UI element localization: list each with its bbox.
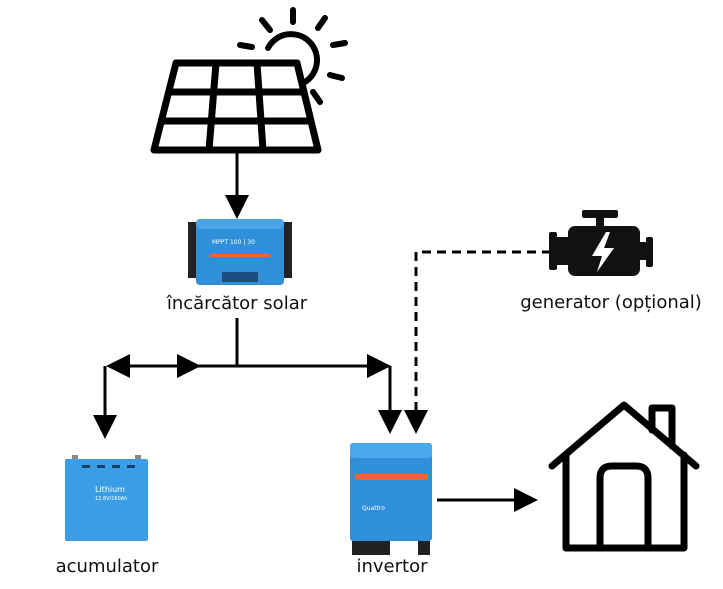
dc-bus (93, 318, 402, 439)
solar-panel-icon (150, 59, 322, 154)
charger-label: încărcător solar (166, 293, 308, 314)
generator-to-inverter-dashed-arrow (404, 250, 551, 434)
charge-controller-image: MPPT 100 | 30 (188, 219, 292, 285)
sun-icon (237, 7, 348, 105)
inverter-image: Quattro (350, 443, 432, 555)
battery-spec-text: 12.8V/160Ah (95, 496, 127, 502)
lithium-battery-image: Lithium 12.8V/160Ah (65, 455, 148, 541)
inverter-label: invertor (356, 556, 428, 577)
battery-label: acumulator (56, 556, 159, 577)
house-icon (548, 401, 700, 552)
inverter-model-text: Quattro (362, 505, 385, 512)
charger-model-text: MPPT 100 | 30 (212, 239, 255, 246)
battery-model-text: Lithium (95, 485, 125, 494)
generator-label: generator (opțional) (520, 292, 702, 313)
generator-engine-icon (549, 210, 653, 276)
